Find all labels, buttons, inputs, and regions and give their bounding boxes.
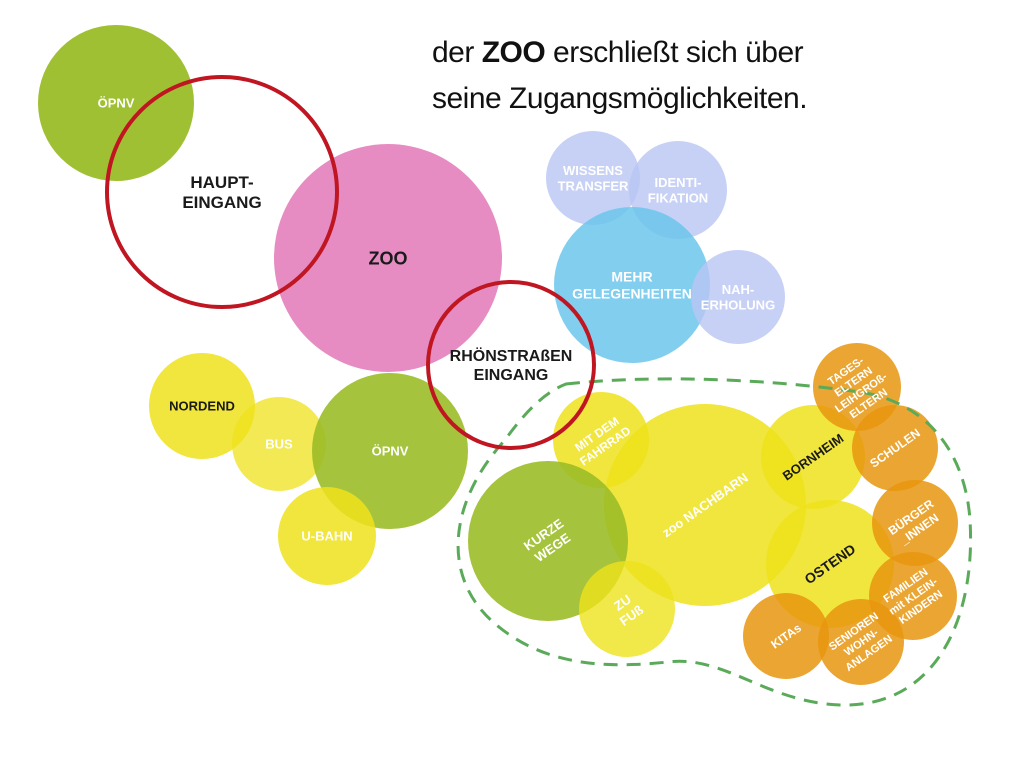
bubble-schulen	[852, 405, 938, 491]
bubble-bus-label-1: BUS	[265, 437, 293, 452]
title-post: erschließt sich über	[545, 36, 804, 69]
bubble-mehr-gelegenheiten	[554, 207, 710, 363]
title-pre: der	[432, 36, 482, 69]
bubble-mehr-gelegenheiten-label-1: MEHR	[611, 269, 652, 285]
bubble-zoo-nachbarn	[604, 404, 806, 606]
ring-haupteingang	[105, 75, 339, 309]
bubble-wissenstransfer	[546, 131, 640, 225]
title-line-1: der ZOO erschließt sich über	[432, 30, 992, 76]
ring-rhoenstrassen-eingang	[426, 280, 596, 450]
bubble-identifikation-label-2: FIKATION	[648, 190, 708, 205]
bubble-zu-fuss	[579, 561, 675, 657]
ring-rhoenstrassen-eingang-label-1: RHÖNSTRAßEN	[450, 346, 573, 365]
bubble-nordend-label-1: NORDEND	[169, 399, 235, 414]
ring-rhoenstrassen-eingang-label-2: EINGANG	[474, 367, 549, 384]
bubble-identifikation-label-1: IDENTI-	[655, 175, 702, 190]
ring-haupteingang-label-1: HAUPT-	[190, 173, 253, 192]
ring-layer	[105, 75, 596, 450]
bubble-oepnv-mid-label-1: ÖPNV	[372, 444, 409, 459]
bubble-oepnv-top-label-1: ÖPNV	[98, 96, 135, 111]
bubble-buerger-innen	[872, 480, 958, 566]
bubble-zoo-label-1: ZOO	[369, 248, 408, 268]
title-line-2: seine Zugangsmöglichkeiten.	[432, 82, 808, 115]
bubble-nordend	[149, 353, 255, 459]
bubble-u-bahn	[278, 487, 376, 585]
neighbourhood-boundary	[456, 377, 973, 707]
bubble-mehr-gelegenheiten-label-2: GELEGENHEITEN	[572, 285, 692, 301]
bubble-u-bahn-label-1: U-BAHN	[301, 529, 352, 544]
bubble-bus	[232, 397, 326, 491]
title-zoo: ZOO	[481, 36, 546, 69]
bubble-kitas	[743, 593, 829, 679]
bubble-wissenstransfer-label-1: WISSENS	[563, 163, 623, 178]
bubble-layer	[38, 25, 958, 685]
ring-haupteingang-label-2: EINGANG	[182, 193, 261, 212]
bubble-bornheim	[761, 405, 865, 509]
bubble-naherholung	[691, 250, 785, 344]
bubble-naherholung-label-1: NAH-	[722, 282, 755, 297]
bubble-wissenstransfer-label-2: TRANSFER	[558, 178, 629, 193]
diagram-title: der ZOO erschließt sich über seine Zugan…	[432, 30, 992, 122]
bubble-naherholung-label-2: ERHOLUNG	[701, 297, 775, 312]
bubble-senioren	[818, 599, 904, 685]
bubble-oepnv-top	[38, 25, 194, 181]
bubble-oepnv-mid	[312, 373, 468, 529]
bubble-kurze-wege	[468, 461, 628, 621]
